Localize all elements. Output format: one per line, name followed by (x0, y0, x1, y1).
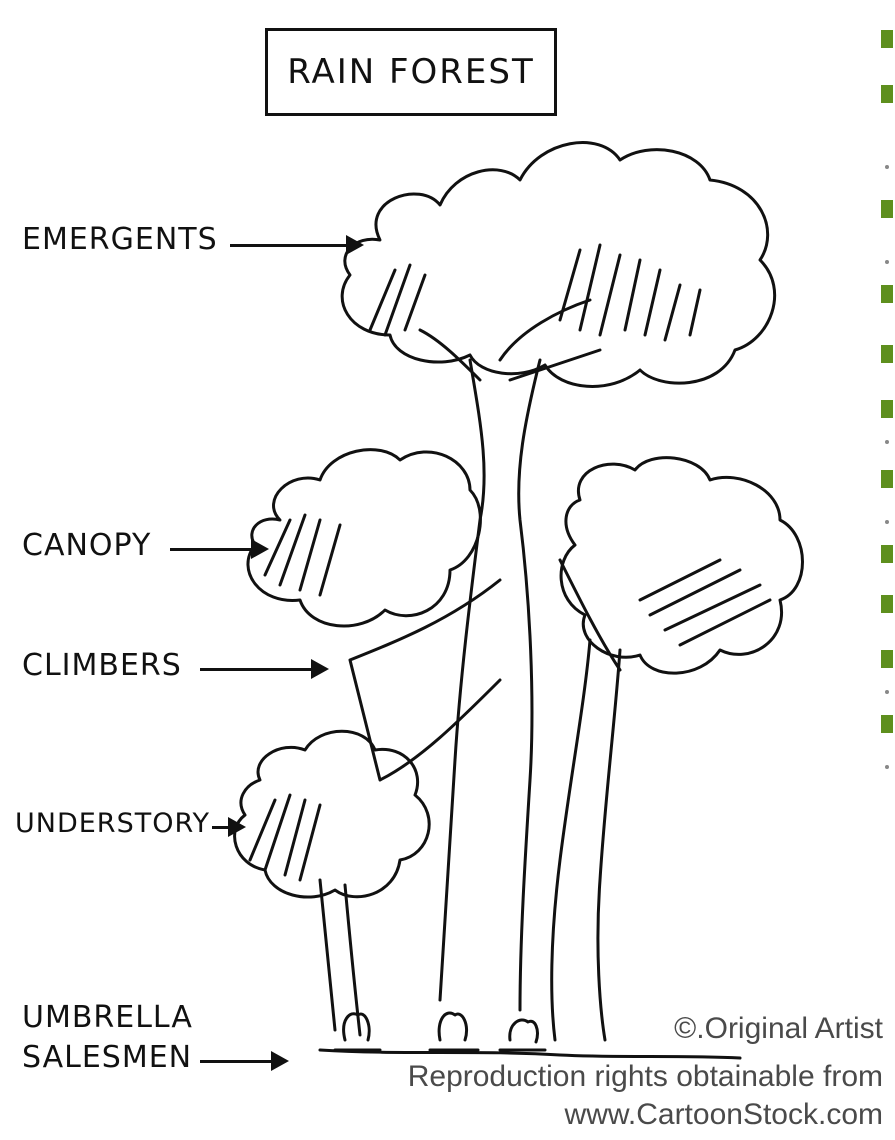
credit-line-1: ©.Original Artist (674, 1012, 883, 1046)
green-bullet-icon (881, 200, 893, 218)
dot-icon (885, 520, 889, 524)
green-bullet-icon (881, 285, 893, 303)
label-understory: UNDERSTORY (15, 808, 210, 839)
arrow-understory (212, 826, 242, 829)
green-bullet-icon (881, 400, 893, 418)
canopy-right-hatching (640, 560, 770, 645)
dot-icon (885, 260, 889, 264)
understory-crown (235, 731, 430, 897)
umbrella-salesman-2 (430, 1013, 478, 1050)
umbrella-salesman-3 (500, 1020, 545, 1050)
green-bullet-icon (881, 85, 893, 103)
understory-hatching (250, 795, 320, 880)
green-bullet-icon (881, 545, 893, 563)
right-trunk (552, 640, 620, 1040)
green-bullet-icon (881, 595, 893, 613)
green-bullet-icon (881, 30, 893, 48)
canopy-left-hatching (265, 515, 340, 595)
label-canopy: CANOPY (22, 528, 151, 563)
arrow-canopy (170, 548, 265, 551)
dot-icon (885, 765, 889, 769)
green-bullet-icon (881, 345, 893, 363)
dot-icon (885, 690, 889, 694)
credit-line-2: Reproduction rights obtainable from (408, 1060, 883, 1094)
label-umbrella-line1: UMBRELLA (22, 1000, 193, 1035)
label-emergents: EMERGENTS (22, 222, 218, 257)
label-climbers: CLIMBERS (22, 648, 182, 683)
green-bullet-icon (881, 470, 893, 488)
main-trunk (440, 360, 540, 1010)
label-umbrella-line2: SALESMEN (22, 1040, 192, 1075)
dot-icon (885, 165, 889, 169)
sidebar-bullet-strip (881, 10, 895, 790)
green-bullet-icon (881, 650, 893, 668)
dot-icon (885, 440, 889, 444)
emergent-branches (420, 300, 600, 380)
green-bullet-icon (881, 715, 893, 733)
arrow-emergents (230, 244, 360, 247)
emergent-crown (342, 143, 774, 387)
canopy-right-crown (561, 458, 802, 674)
arrow-climbers (200, 668, 325, 671)
arrow-umbrella (200, 1060, 285, 1063)
climber-vines (350, 560, 620, 780)
understory-trunks (320, 880, 360, 1035)
credit-line-3: www.CartoonStock.com (565, 1098, 883, 1132)
